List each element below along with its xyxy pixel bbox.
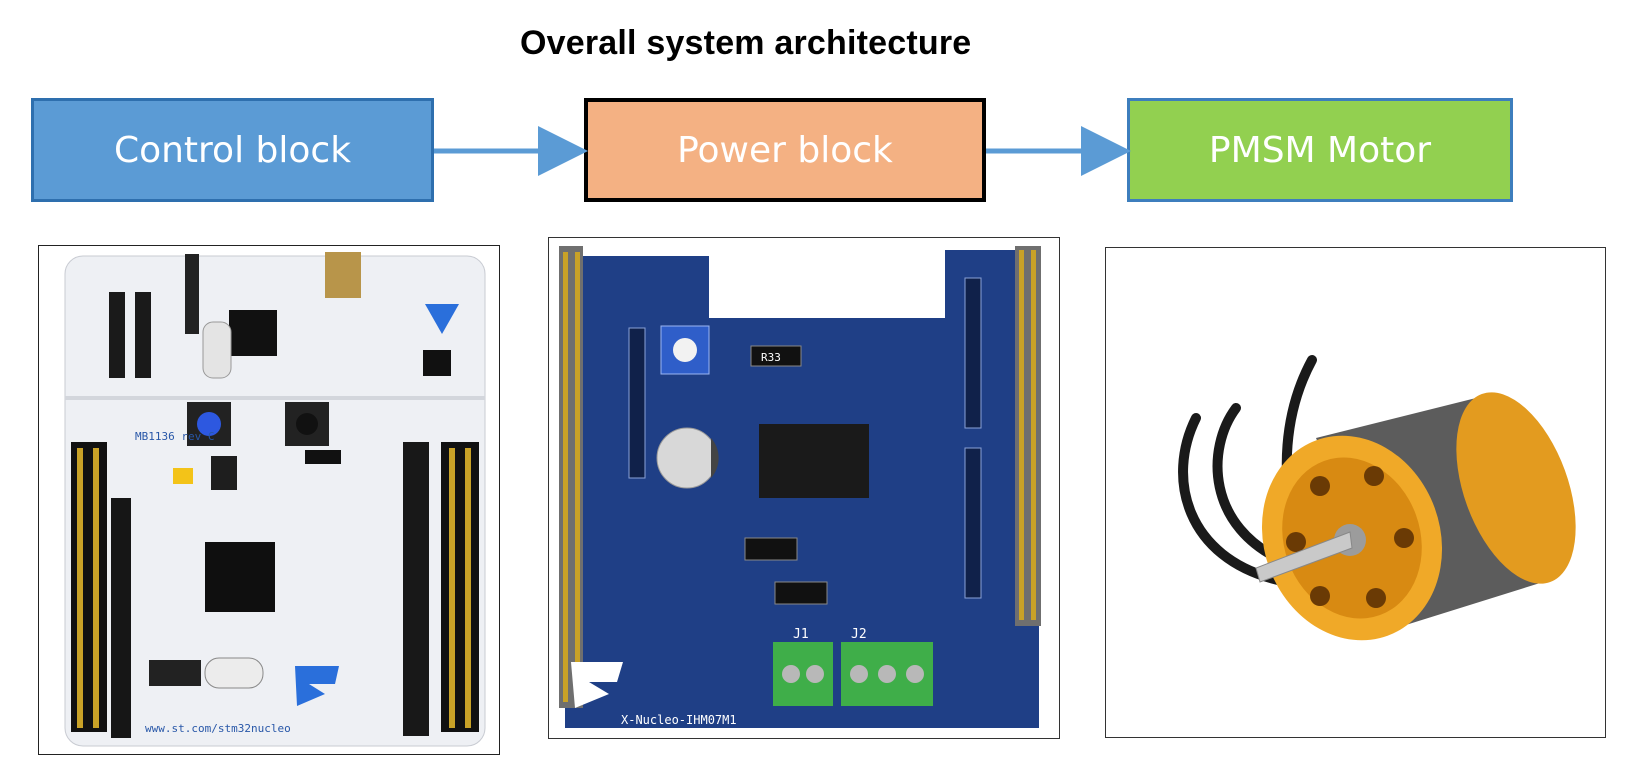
- flow-arrows: [434, 126, 1131, 176]
- power-board-r33: R33: [761, 351, 781, 364]
- control-board-url: www.st.com/stm32nucleo: [145, 722, 291, 735]
- control-board-photo: www.st.com/stm32nucleo MB1136 rev C: [38, 245, 500, 755]
- power-block: Power block: [584, 98, 986, 202]
- control-block-label: Control block: [113, 129, 352, 171]
- diagram-title: Overall system architecture: [520, 24, 972, 62]
- motor-block-label: PMSM Motor: [1208, 129, 1432, 171]
- power-board-name: X-Nucleo-IHM07M1: [621, 713, 737, 727]
- power-board-j2: J2: [851, 627, 867, 642]
- control-block: Control block: [31, 98, 434, 202]
- power-block-label: Power block: [677, 129, 893, 171]
- power-board-photo: R33 J1 J2 X-Nucleo-IHM07M1: [548, 237, 1060, 739]
- control-board-id: MB1136 rev C: [135, 430, 214, 443]
- power-board-j1: J1: [793, 627, 809, 642]
- pmsm-motor-photo: [1105, 247, 1606, 738]
